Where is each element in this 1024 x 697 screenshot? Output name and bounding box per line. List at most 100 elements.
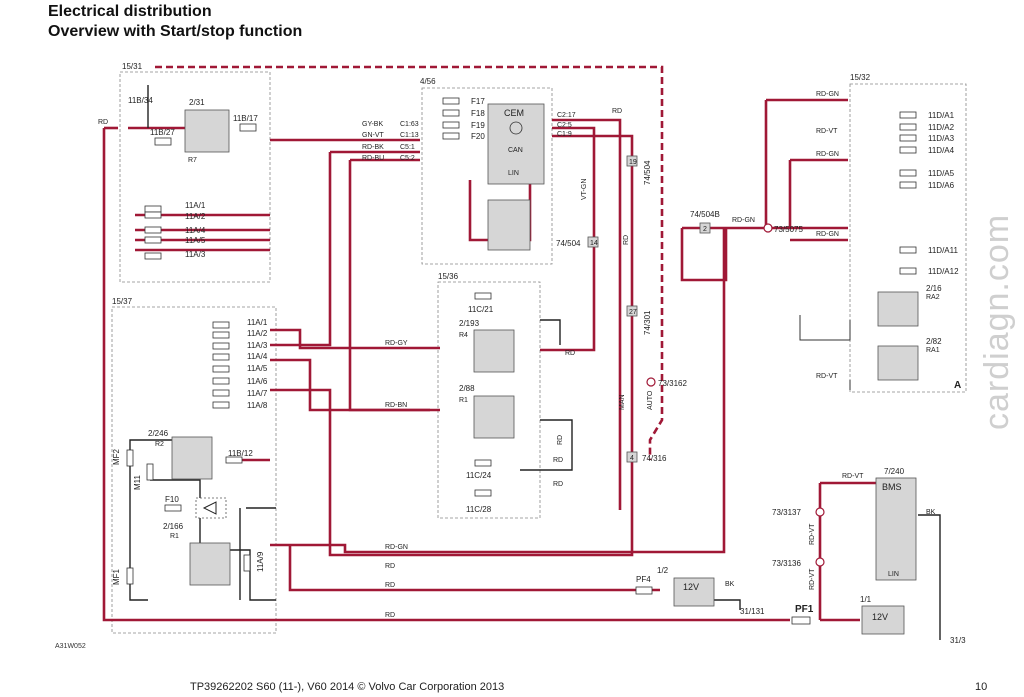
wire-label-rd-in: RD [98,119,108,126]
wire-label-rdvt-5: RD-VT [809,568,816,590]
wire-label-rd-9: RD [385,582,395,589]
battery-1-2-label: 1/2 [657,566,669,575]
fuse-m11 [146,463,154,481]
fuse-11d-a12-label: 11D/A12 [928,267,959,276]
wire-11c [520,319,573,471]
fuse-11a-7b-label: 11A/7 [247,389,268,398]
wire-label-rdbk: RD-BK [362,144,384,151]
wire-label-rd-7: RD [553,481,563,488]
watermark: cardiagn.com [978,213,1016,430]
connector-74-504b-left-label: 74/504 [556,239,581,248]
fuse-11c21-label: 11C/21 [468,305,494,314]
splice-73-5075-label: 73/5075 [774,225,803,234]
connector-74-301-label: 74/301 [643,310,652,335]
relay-2-31-label: 2/31 [189,98,205,107]
fuse-f20-label: F20 [471,132,485,141]
wire-label-rd-c217: RD [612,108,622,115]
connector-14-num: 14 [590,240,598,247]
battery-1-1 [861,605,905,635]
ground-31-3-label: 31/3 [950,636,966,645]
fuse-11d-a1-label: 11D/A1 [928,111,955,120]
area-label: A [954,380,961,391]
connector-74-504-label: 74/504 [643,160,652,185]
fuse-pf4-label: PF4 [636,575,651,584]
pin-c51: C5:1 [400,144,415,151]
fuse-11a-4-label: 11A/4 [185,226,206,235]
wire-label-bk-1: BK [725,581,735,588]
fuse-11a-3b-label: 11A/3 [247,341,268,350]
bms-label: BMS [882,482,902,492]
relay-2-88-label: 2/88 [459,384,475,393]
wire-label-rdvt-bms: RD-VT [842,473,864,480]
switch-man-label: MAN [619,394,626,410]
relay-r1b-label: R1 [170,533,179,540]
relay-r1-label: R1 [459,397,468,404]
wire-label-rdgn-2: RD-GN [816,91,839,98]
connector-27-num: 27 [629,309,637,316]
fuse-m11-label: M11 [133,474,142,490]
battery-1-2 [673,577,715,607]
fuse-11c21 [474,292,492,300]
fuse-mf1 [126,567,134,585]
relay-r2-label: R2 [155,441,164,448]
wire-rd-gy [270,328,440,350]
wire-rd-vt-bms [818,481,876,620]
cem-fuses [442,97,460,140]
fuse-11a-2b-label: 11A/2 [247,329,268,338]
battery-1-1-label: 1/1 [860,595,872,604]
connector-2-num: 2 [703,226,707,233]
wire-label-rd-10: RD [385,612,395,619]
wire-74-504b [680,226,766,282]
splice-73-3137 [815,507,825,517]
connector-2 [699,222,711,234]
transistor-icon [509,121,523,135]
wire-rd-bk [270,150,420,347]
pin-c217: C2:17 [557,112,576,119]
fuse-pf1-label: PF1 [795,604,814,615]
wire-label-rd-5: RD [557,435,564,445]
wire-label-rdvt-1: RD-VT [816,128,838,135]
pin-c113: C1:13 [400,132,419,139]
fuse-11a-6b-label: 11A/6 [247,377,268,386]
wire-label-rd-4: RD [565,350,575,357]
fuse-mf1-label: MF1 [112,568,121,585]
relay-ra1-label: RA1 [926,347,940,354]
wire-label-rdvt-4: RD-VT [809,523,816,545]
wire-label-vtgn: VT-GN [581,179,588,200]
fuse-11c24-label: 11C/24 [466,471,492,480]
fuse-11a-3-label: 11A/3 [185,250,206,259]
wire-rd-gn-long [270,228,726,554]
start-stop-dashed-wire [155,65,664,460]
wire-c19 [270,134,634,557]
fuse-11d-a4-label: 11D/A4 [928,146,955,155]
wire-label-rdgy: RD-GY [385,340,408,347]
connector-74-504b-label: 74/504B [690,210,720,219]
fuse-f18-label: F18 [471,109,485,118]
connector-74-316-label: 74/316 [642,454,667,463]
fuse-11b27-label: 11B/27 [150,128,175,137]
splice-73-3137-label: 73/3137 [772,508,801,517]
splice-73-5075 [763,223,773,233]
fuse-group-11a-mid [212,321,230,409]
pin-c163: C1:63 [400,121,419,128]
wire-label-rdbu: RD-BU [362,155,384,162]
footer-document: TP39262202 S60 (11-), V60 2014 © Volvo C… [190,681,505,693]
ground-31-131-label: 31/131 [740,607,765,616]
figure-code: A31W052 [55,643,86,650]
fuse-11d-a11-label: 11D/A11 [928,246,958,255]
wire-c217 [552,118,622,510]
fuse-pf4 [635,586,653,595]
fuse-11c28 [474,489,492,497]
wire-11a-group [135,213,270,252]
fuse-f10-label: F10 [165,495,179,504]
relay-2-193-label: 2/193 [459,319,480,328]
battery-1-2-volt: 12V [683,582,699,592]
fuse-f17-label: F17 [471,97,485,106]
fuse-11b12 [225,456,243,464]
wire-label-rdgn-long: RD-GN [385,544,408,551]
fuse-11a9 [243,554,251,572]
fuse-11d-a6-label: 11D/A6 [928,181,955,190]
wire-rd-main [102,128,112,622]
relay-2-193 [473,329,515,373]
cem-label: CEM [504,108,524,118]
